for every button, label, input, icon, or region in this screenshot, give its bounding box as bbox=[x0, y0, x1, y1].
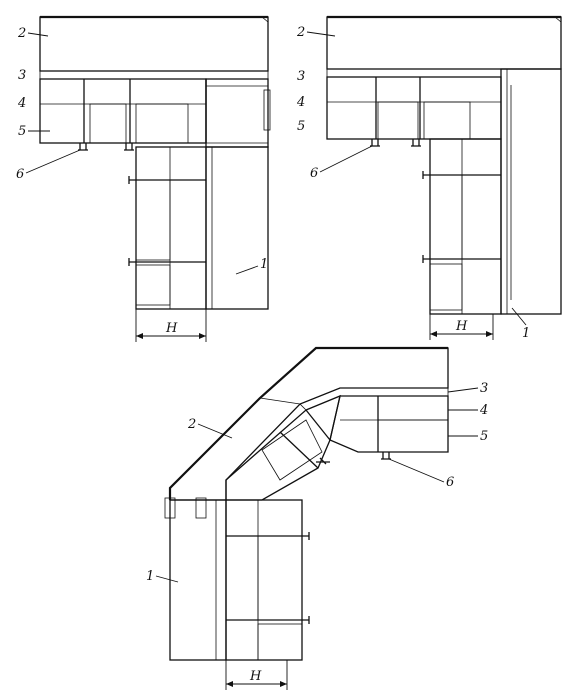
detail-top-right: 2 3 4 5 6 1 H bbox=[296, 15, 562, 341]
label-1: 1 bbox=[522, 326, 530, 341]
label-2: 2 bbox=[296, 25, 305, 40]
label-6: 6 bbox=[16, 167, 24, 182]
label-3: 3 bbox=[480, 381, 488, 396]
label-1: 1 bbox=[260, 257, 268, 272]
label-4: 4 bbox=[479, 403, 488, 418]
label-5: 5 bbox=[297, 119, 305, 134]
label-1: 1 bbox=[146, 569, 154, 584]
label-6: 6 bbox=[310, 166, 318, 181]
label-3: 3 bbox=[297, 69, 305, 84]
column-1 bbox=[205, 146, 269, 310]
layer-3 bbox=[326, 68, 502, 78]
insulation-blocks-top bbox=[39, 78, 207, 144]
label-4: 4 bbox=[17, 96, 26, 111]
label-6: 6 bbox=[446, 475, 454, 490]
slab-2 bbox=[39, 16, 269, 72]
label-2: 2 bbox=[17, 26, 26, 41]
insulation-blocks-top bbox=[326, 76, 502, 140]
column-1 bbox=[169, 499, 227, 661]
label-4: 4 bbox=[296, 95, 305, 110]
layer-3 bbox=[299, 387, 449, 411]
detail-bottom: 2 3 4 5 6 1 H bbox=[146, 346, 488, 690]
label-3: 3 bbox=[18, 68, 26, 83]
label-5: 5 bbox=[480, 429, 488, 444]
insulation-blocks-top bbox=[329, 395, 449, 453]
slab-2 bbox=[169, 347, 449, 501]
layer-3 bbox=[39, 70, 269, 80]
insulation-blocks-side bbox=[225, 499, 303, 661]
slab-2 bbox=[326, 16, 562, 70]
label-H: H bbox=[249, 669, 262, 684]
label-H: H bbox=[455, 319, 468, 334]
insulation-blocks-side bbox=[135, 146, 207, 310]
label-5: 5 bbox=[18, 124, 26, 139]
column-1 bbox=[500, 68, 562, 315]
insulation-blocks-side bbox=[429, 138, 502, 315]
detail-top-left: 2 3 4 5 6 1 H bbox=[16, 15, 271, 342]
label-H: H bbox=[165, 321, 178, 336]
label-2: 2 bbox=[187, 417, 196, 432]
